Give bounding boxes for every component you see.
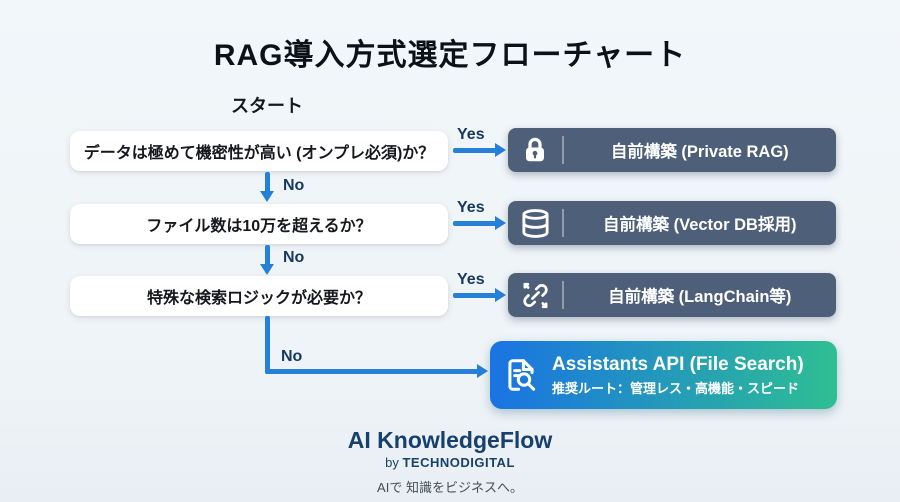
file-search-icon (490, 356, 552, 394)
no-arrow-line (265, 316, 270, 374)
yes-arrow-line (453, 293, 496, 298)
result-label: 自前構築 (LangChain等) (608, 288, 792, 306)
recommended-title: Assistants API (File Search) (552, 353, 804, 375)
lock-icon (508, 135, 562, 165)
database-icon (508, 208, 562, 239)
yes-arrow-head-icon (495, 216, 506, 230)
brand-logo: AI KnowledgeFlow (347, 427, 553, 453)
result-label: 自前構築 (Vector DB採用) (603, 216, 797, 234)
yes-label: Yes (457, 126, 485, 143)
no-arrow-line (265, 245, 270, 266)
result-box-vector-db: 自前構築 (Vector DB採用) (508, 201, 836, 245)
divider (562, 281, 564, 309)
divider (562, 209, 564, 237)
chain-icon (508, 280, 562, 311)
yes-arrow-head-icon (495, 143, 506, 157)
yes-arrow-line (453, 148, 496, 153)
brand-tagline: AIで 知識をビジネスへ。 (377, 480, 523, 495)
yes-arrow-line (453, 221, 496, 226)
no-label: No (283, 177, 305, 194)
byline-prefix: by (385, 455, 399, 470)
page-title: RAG導入方式選定フローチャート (213, 39, 687, 72)
byline-company: TECHNODIGITAL (402, 455, 515, 470)
divider (562, 136, 564, 164)
brand-byline: by TECHNODIGITAL (0, 455, 900, 470)
question-text: ファイル数は10万を超えるか？ (146, 218, 372, 235)
no-label: No (283, 249, 305, 266)
yes-arrow-head-icon (495, 288, 506, 302)
no-arrow-line (265, 172, 270, 193)
yes-label: Yes (457, 199, 485, 216)
no-arrow-head-icon (477, 364, 488, 378)
yes-label: Yes (457, 271, 485, 288)
no-arrow-head-icon (260, 264, 274, 275)
question-text: データは極めて機密性が高い (オンプレ必須)か？ (83, 145, 435, 162)
question-box-confidential: データは極めて機密性が高い (オンプレ必須)か？ (70, 131, 448, 171)
question-text: 特殊な検索ロジックが必要か？ (146, 290, 371, 307)
result-box-private-rag: 自前構築 (Private RAG) (508, 128, 836, 172)
result-box-langchain: 自前構築 (LangChain等) (508, 273, 836, 317)
result-label: 自前構築 (Private RAG) (610, 143, 789, 161)
no-arrow-head-icon (260, 191, 274, 202)
question-box-filecount: ファイル数は10万を超えるか？ (70, 204, 448, 244)
start-label: スタート (231, 96, 303, 116)
recommended-subtitle: 推奨ルート：管理レス・高機能・スピード (552, 380, 800, 396)
result-box-assistants-api: Assistants API (File Search) 推奨ルート：管理レス・… (490, 341, 837, 409)
no-label: No (281, 348, 303, 365)
no-arrow-line (265, 369, 478, 374)
question-box-searchlogic: 特殊な検索ロジックが必要か？ (70, 276, 448, 316)
